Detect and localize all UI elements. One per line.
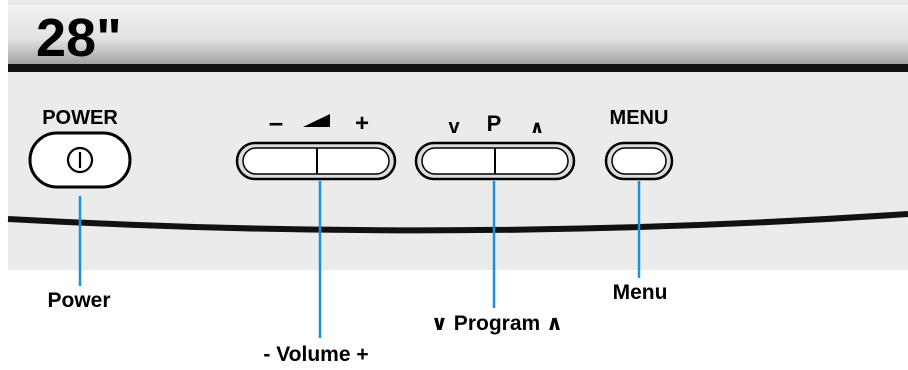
menu-button[interactable] bbox=[604, 141, 674, 181]
program-rocker[interactable] bbox=[414, 141, 576, 181]
panel-curved-edge bbox=[7, 211, 908, 234]
menu-panel-label: MENU bbox=[610, 107, 669, 129]
program-up-symbol: ∧ bbox=[530, 117, 545, 137]
power-callout-label: Power bbox=[47, 289, 110, 312]
screen-size-label: 28" bbox=[36, 8, 122, 68]
volume-minus-symbol: – bbox=[269, 107, 283, 137]
volume-plus-symbol: + bbox=[355, 110, 369, 137]
menu-callout-label: Menu bbox=[613, 281, 668, 304]
power-symbol-icon bbox=[66, 146, 94, 174]
volume-rocker[interactable] bbox=[235, 141, 397, 181]
top-bezel-edge bbox=[8, 64, 908, 72]
volume-wedge-icon bbox=[303, 114, 330, 127]
top-bezel bbox=[8, 5, 908, 67]
volume-callout-label: - Volume + bbox=[263, 343, 368, 366]
program-down-symbol: v bbox=[448, 116, 460, 138]
power-panel-label: POWER bbox=[42, 107, 118, 129]
power-button[interactable] bbox=[28, 131, 132, 189]
program-callout-label: ∨ Program ∧ bbox=[431, 312, 563, 335]
program-label: P bbox=[487, 111, 502, 136]
